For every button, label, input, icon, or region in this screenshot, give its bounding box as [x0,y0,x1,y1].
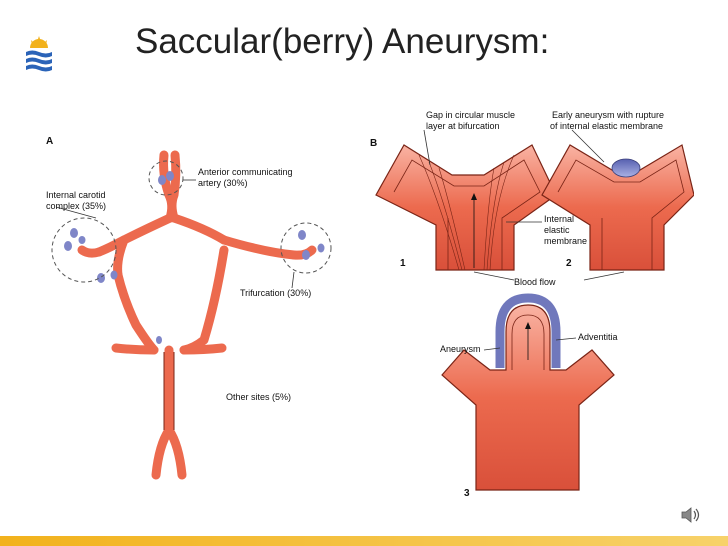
stage-number-2: 2 [566,258,572,269]
stage-number-1: 1 [400,258,406,269]
dashed-highlight-circles [51,160,332,283]
label-other-sites: Other sites (5%) [226,392,291,402]
label-blood-flow: Blood flow [514,277,556,287]
aneurysm-figure: A [44,100,694,505]
label-gap-bifurcation: layer at bifurcation [426,121,500,131]
stage-1-bifurcation [375,144,557,271]
aneurysm-blobs [64,171,325,344]
label-adventitia: Adventitia [578,332,618,342]
circle-of-willis-vessels [77,150,317,480]
label-aneurysm: Aneurysm [440,344,481,354]
stage-3-saccular-aneurysm [441,293,615,491]
stage-2-early-aneurysm [541,144,694,271]
label-early-aneurysm: Early aneurysm with rupture [552,110,664,120]
panel-b-letter: B [370,138,377,149]
speaker-icon[interactable] [680,505,702,525]
panel-a-letter: A [46,136,53,147]
label-rupture-membrane: of internal elastic membrane [550,121,663,131]
label-anterior-communicating: Anterior communicating [198,167,293,177]
label-internal: Internal [544,214,574,224]
panel-a-circle-of-willis: A [46,136,332,480]
university-logo-icon [26,36,52,72]
label-elastic: elastic [544,225,570,235]
slide-title: Saccular(berry) Aneurysm: [135,22,550,61]
panel-b-leader-lines [423,129,625,351]
panel-b-aneurysm-stages: B [370,110,694,499]
label-gap-circular-muscle: Gap in circular muscle [426,110,515,120]
bottom-accent-bar [0,536,728,546]
label-internal-carotid-pct: complex (35%) [46,201,106,211]
label-membrane: membrane [544,236,587,246]
label-internal-carotid: Internal carotid [46,190,106,200]
label-anterior-communicating-pct: artery (30%) [198,178,248,188]
stage-number-3: 3 [464,488,470,499]
label-trifurcation: Trifurcation (30%) [240,288,311,298]
